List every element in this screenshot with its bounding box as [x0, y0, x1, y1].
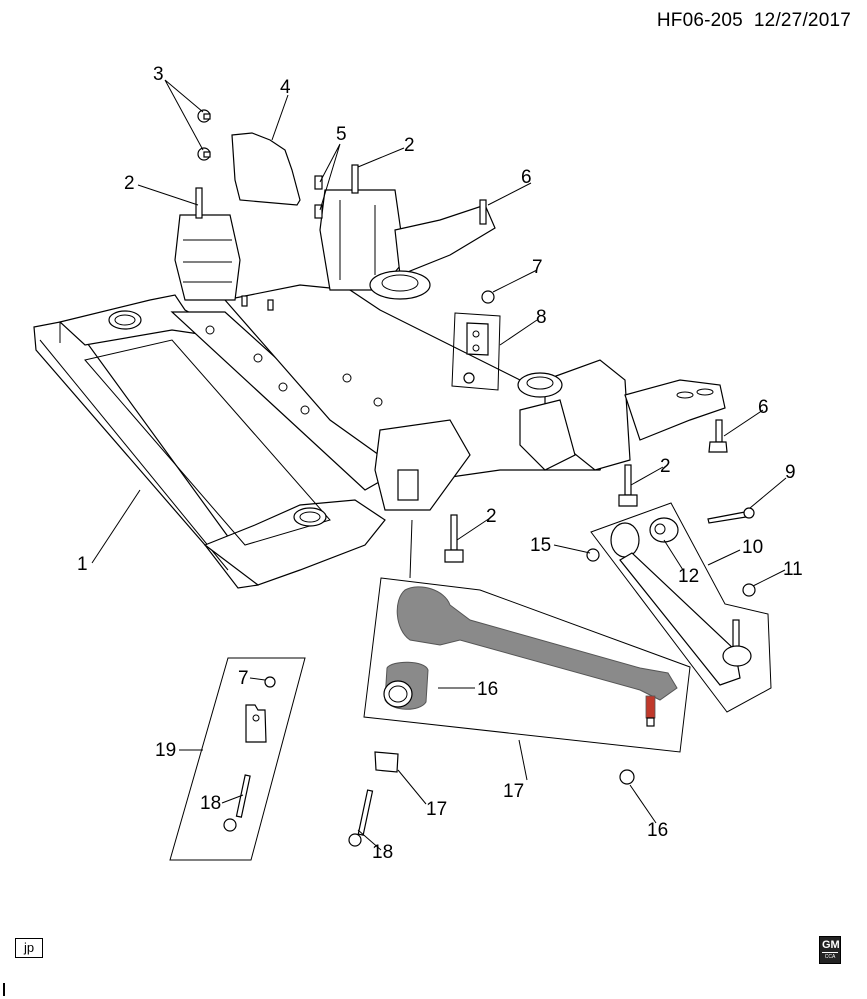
callout-3: 3 [153, 64, 164, 85]
diagram-reference-header: HF06-205 12/27/2017 [657, 10, 851, 32]
part-17-clip [374, 751, 399, 773]
front-subframe-cradle [33, 164, 726, 589]
callout-labels: 3 4 5 2 2 6 7 8 6 2 9 2 10 15 11 12 1 16… [77, 64, 803, 863]
part-11-nut [742, 583, 756, 597]
callout-9: 9 [785, 462, 796, 483]
part-13-nut [586, 548, 600, 562]
callout-12: 12 [678, 566, 699, 587]
part-8-bracket-kit [451, 312, 501, 391]
ball-joint-stud [645, 695, 656, 719]
callout-7-top: 7 [532, 257, 543, 278]
jp-badge: jp [15, 938, 43, 958]
part-15-control-arm-kit [363, 577, 691, 753]
callout-18-kit: 18 [200, 793, 221, 814]
callout-5: 5 [336, 124, 347, 145]
callout-2-left: 2 [124, 173, 135, 194]
gm-logo-text: GM [822, 939, 840, 953]
callout-13: 15 [530, 535, 551, 556]
callout-14: 16 [477, 679, 498, 700]
callout-2-right: 2 [660, 456, 671, 477]
part-9-bolt [707, 507, 755, 524]
gm-logo: GM CCA [819, 936, 841, 964]
part-4-shield [231, 132, 301, 206]
text-cursor [3, 983, 5, 996]
callout-11: 11 [783, 559, 803, 580]
part-5-clips [314, 175, 323, 219]
part-10-control-arm-kit [590, 502, 772, 713]
leader-lines [91, 79, 787, 851]
callout-8: 8 [536, 307, 547, 328]
callout-18: 18 [372, 842, 393, 863]
callout-19: 19 [155, 740, 176, 761]
callout-4: 4 [280, 77, 291, 98]
callout-2-center: 2 [486, 506, 497, 527]
callout-6-top: 6 [521, 167, 532, 188]
part-6-bolt [708, 419, 728, 453]
part-3-bolts [197, 109, 211, 161]
callout-7-kit: 7 [238, 668, 249, 689]
callout-2-top: 2 [404, 135, 415, 156]
gm-logo-subtext: CCA [824, 954, 836, 960]
callout-15: 17 [503, 781, 524, 802]
callout-1: 1 [77, 554, 88, 575]
diagram-date: 12/27/2017 [753, 10, 851, 31]
callout-6-right: 6 [758, 397, 769, 418]
part-7-nut [481, 290, 495, 304]
part-19-bracket-kit [169, 657, 306, 861]
callout-16: 16 [647, 820, 668, 841]
diagram-code: HF06-205 [656, 10, 743, 31]
callout-17: 17 [426, 799, 447, 820]
part-2-bolt-right [618, 464, 638, 507]
part-2-bolt-center [444, 514, 464, 563]
part-16-nut [619, 769, 635, 785]
callout-10: 10 [742, 537, 763, 558]
part-18-bolt [348, 789, 374, 847]
part-14-bushing [383, 661, 429, 710]
